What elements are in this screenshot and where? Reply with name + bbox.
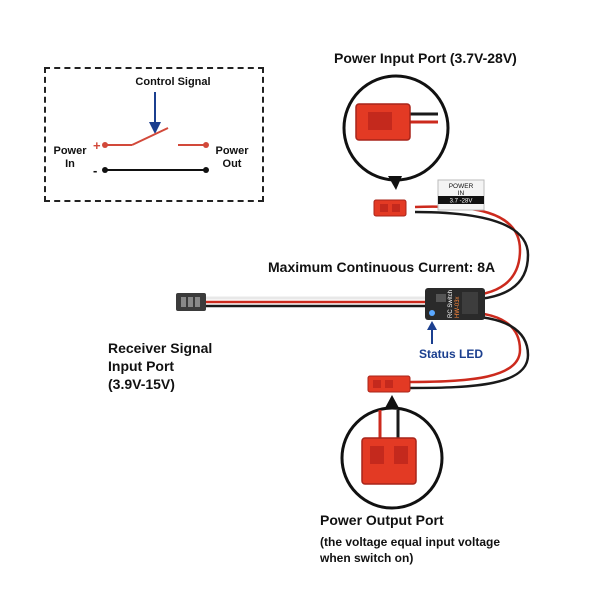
power-output-note: (the voltage equal input voltage when sw…	[320, 535, 501, 565]
max-current-label: Maximum Continuous Current: 8A	[268, 259, 496, 275]
plus-sign: +	[93, 138, 101, 153]
power-in-tag-line2: IN	[458, 190, 465, 197]
output-connector	[367, 375, 411, 393]
power-input-magnifier	[342, 74, 450, 190]
power-in-label: Power In	[53, 145, 87, 170]
power-out-label: Power Out	[215, 145, 249, 170]
status-led-arrowhead	[427, 321, 437, 330]
receiver-port-label: Receiver Signal Input Port (3.9V-15V)	[108, 340, 213, 392]
board-text-1: RC Switch	[448, 290, 454, 318]
power-in-tag	[437, 179, 485, 211]
power-in-tag-line1: POWER	[449, 183, 474, 190]
board-text-2: HW-03x	[455, 296, 461, 318]
control-signal-label: Control Signal	[135, 76, 211, 88]
input-connector	[373, 199, 407, 217]
minus-sign: -	[93, 163, 97, 178]
power-input-title: Power Input Port (3.7V-28V)	[334, 50, 517, 66]
power-output-magnifier	[340, 395, 444, 510]
schematic-wiring	[102, 92, 209, 173]
switch-schematic	[44, 67, 264, 202]
switch-board	[425, 288, 485, 320]
status-led-label: Status LED	[419, 347, 484, 361]
power-in-tag-line3: 3.7 -28V	[450, 199, 473, 205]
power-output-title: Power Output Port	[320, 512, 444, 528]
servo-connector	[176, 293, 206, 311]
